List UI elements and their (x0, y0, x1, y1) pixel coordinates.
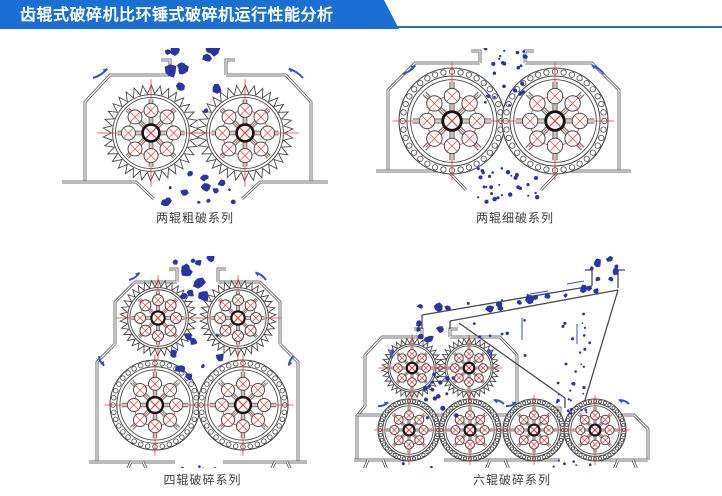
panel-two-roll-fine: 两辊细破系列 (370, 48, 660, 226)
panel-four-roll: 四辊破碎系列 (85, 256, 320, 488)
material-chunks (589, 256, 619, 282)
toothed-roller (97, 79, 205, 187)
rotation-arrow-icon (487, 348, 493, 359)
rotation-arrow-icon (493, 399, 505, 405)
rotation-arrow-icon (618, 399, 630, 405)
fine-roller (392, 61, 512, 181)
panel-caption: 六辊破碎系列 (472, 473, 551, 487)
toothed-roller (191, 79, 299, 187)
feed-chute-and-screen (421, 269, 625, 408)
rotation-arrow-icon (287, 355, 295, 366)
panel-caption: 两辊粗破系列 (155, 211, 234, 225)
panel-two-roll-coarse: 两辊粗破系列 (60, 48, 330, 226)
panel-caption: 四辊破碎系列 (163, 473, 242, 487)
toothed-roller (195, 275, 281, 361)
panel-caption: 两辊细破系列 (475, 211, 554, 225)
material-chunks (170, 333, 224, 381)
rotation-arrow-icon (505, 401, 518, 408)
material-fines (180, 465, 217, 468)
material-fines (555, 362, 588, 415)
rotation-arrow-icon (255, 271, 267, 281)
two-roll-fine-diagram (376, 48, 631, 204)
fine-roller (104, 354, 206, 456)
material-chunks (172, 256, 215, 301)
material-fines (423, 372, 459, 420)
four-roll-diagram (89, 256, 307, 468)
material-fines (483, 48, 528, 107)
rotation-arrow-icon (402, 64, 417, 75)
six-roll-diagram (354, 256, 650, 468)
title-banner: 齿辊式破碎机比环锤式破碎机运行性能分析 (0, 0, 399, 29)
material-chunks (485, 284, 599, 313)
material-chunks (164, 48, 222, 113)
toothed-roller (378, 334, 446, 402)
toothed-roller (435, 334, 503, 402)
fine-roller (499, 395, 569, 465)
rotation-arrow-icon (377, 401, 390, 408)
fine-roller (560, 395, 630, 465)
rotation-arrow-icon (98, 355, 105, 367)
crusher-housing (89, 267, 307, 468)
material-fines (477, 167, 540, 204)
crusher-housing (62, 58, 328, 201)
banner-underline (395, 26, 722, 28)
toothed-roller (115, 275, 201, 361)
rotation-arrow-icon (389, 349, 394, 359)
panel-six-roll: 六辊破碎系列 (352, 256, 672, 488)
material-fines (401, 462, 433, 468)
material-fines (466, 299, 592, 357)
two-roll-coarse-diagram (62, 48, 328, 206)
page-title: 齿辊式破碎机比环锤式破碎机运行性能分析 (20, 5, 334, 24)
rotation-arrow-icon (128, 271, 141, 281)
fine-roller (192, 354, 294, 456)
material-fines (552, 459, 592, 468)
material-chunks (161, 170, 236, 206)
rotation-arrow-icon (591, 64, 605, 75)
rotation-arrow-icon (92, 68, 109, 79)
material-chunks (416, 302, 452, 343)
fine-roller (435, 395, 505, 465)
fine-roller (495, 61, 615, 181)
rotation-arrow-icon (288, 67, 304, 79)
